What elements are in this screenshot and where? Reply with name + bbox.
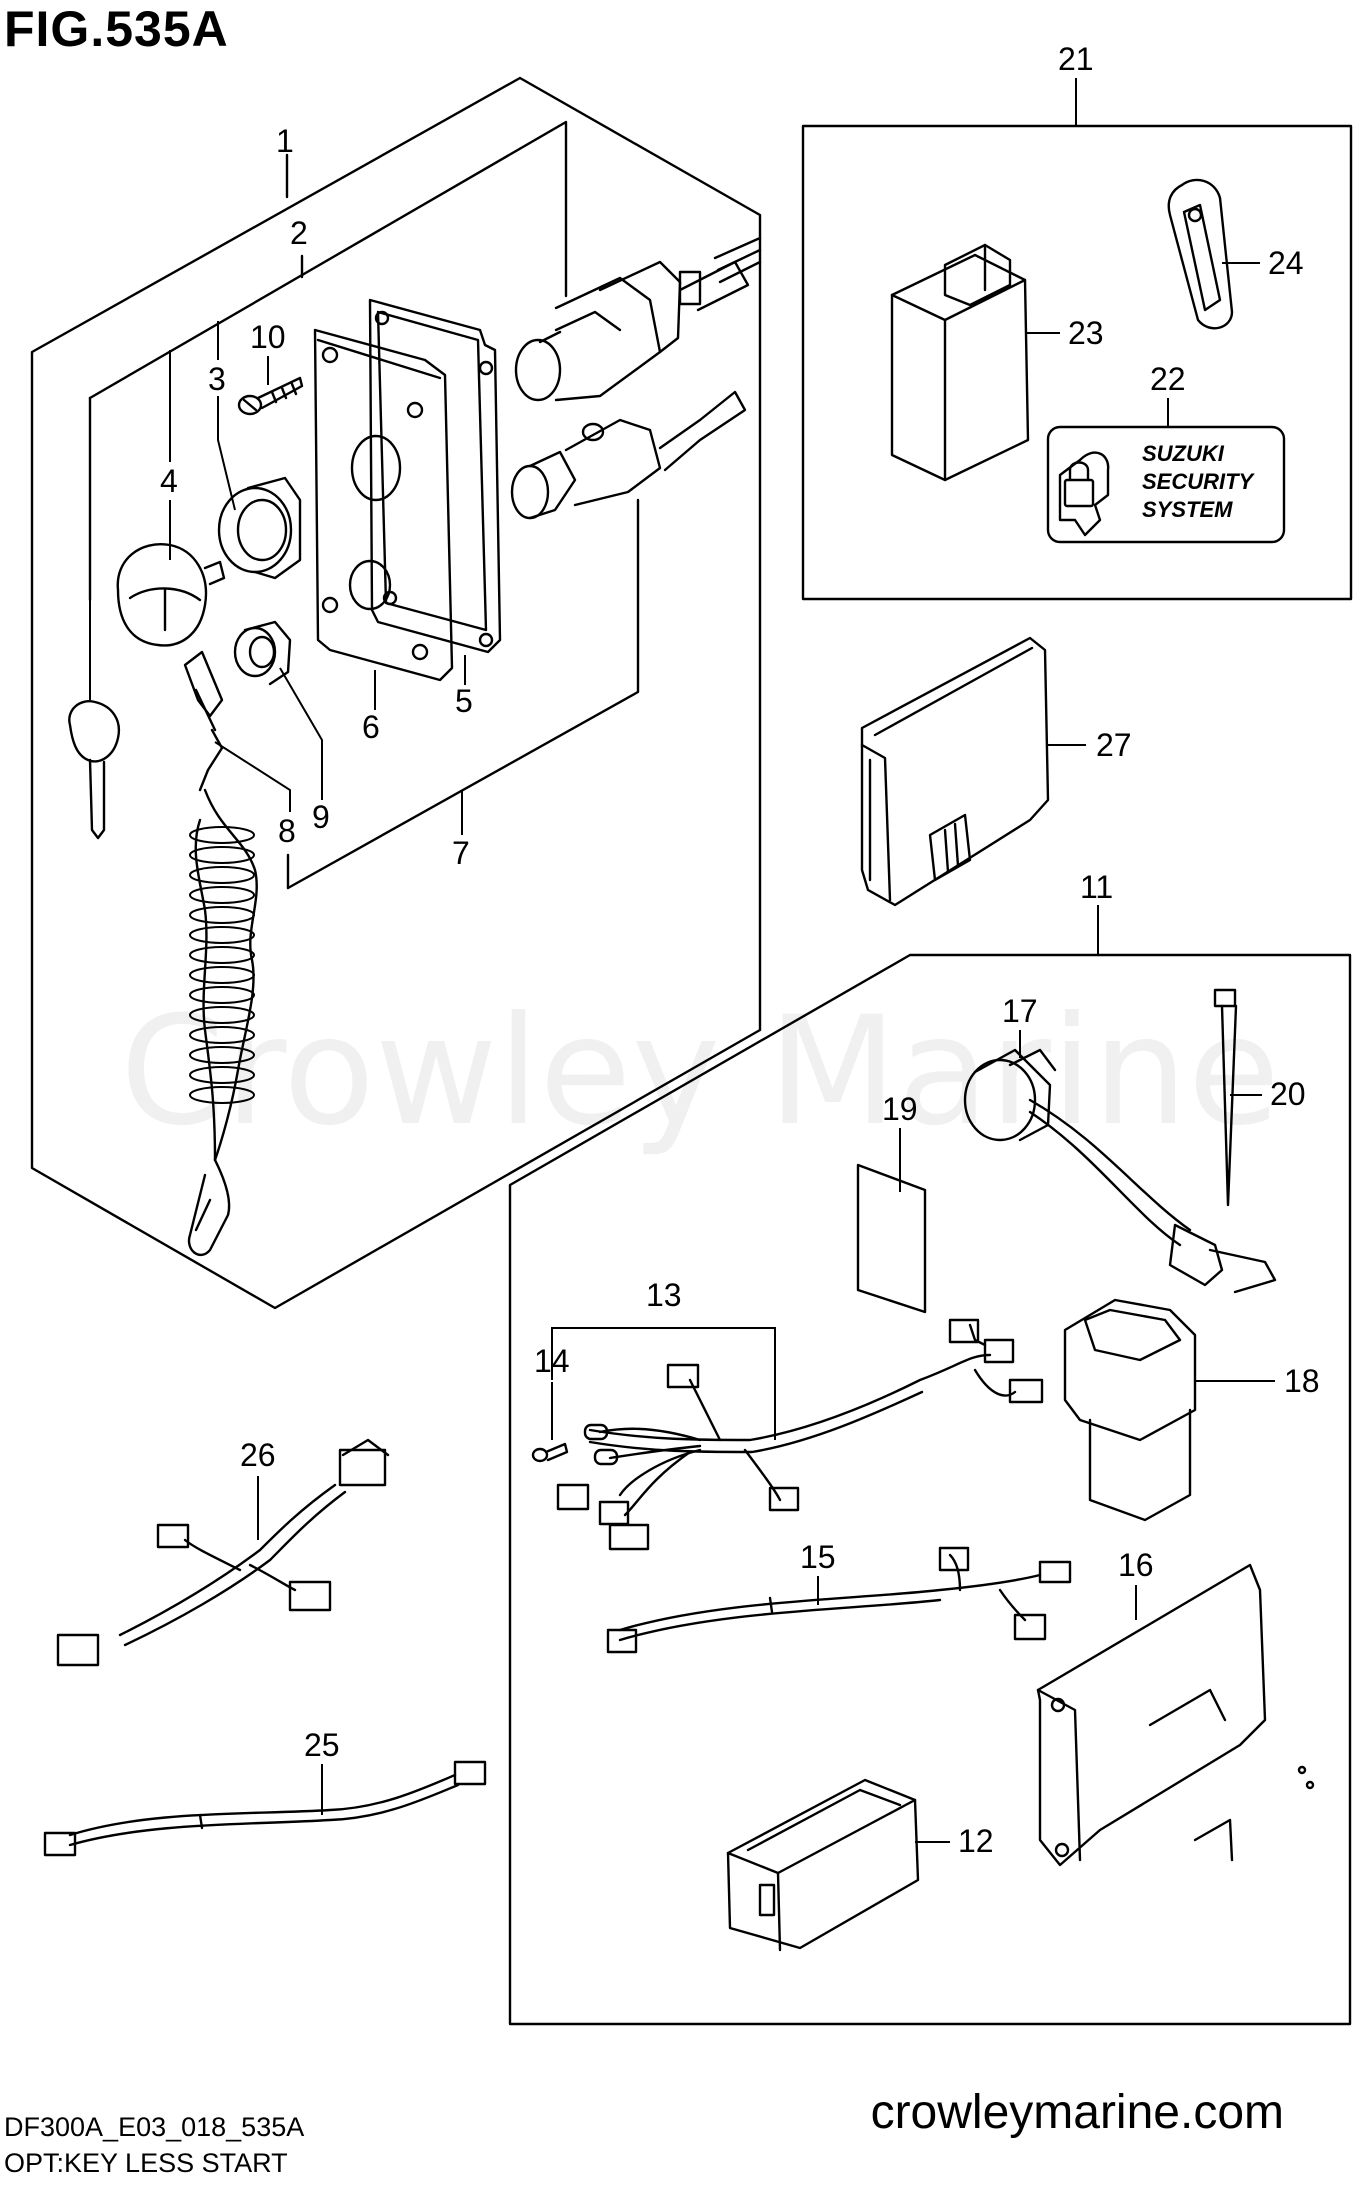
- relay-18: [1063, 1298, 1197, 1522]
- watermark: Crowley Marine: [120, 985, 1281, 1159]
- figure-title: FIG.535A: [4, 1, 229, 57]
- buzzer-17: [963, 1048, 1277, 1294]
- site-url[interactable]: crowleymarine.com: [870, 2086, 1284, 2139]
- svg-text:2: 2: [290, 215, 308, 251]
- svg-text:16: 16: [1118, 1547, 1154, 1583]
- callout-21: 21: [1058, 41, 1094, 126]
- ecu-27: [860, 636, 1050, 907]
- callout-27: 27: [1048, 727, 1132, 763]
- control-module-23: [890, 243, 1030, 482]
- svg-text:23: 23: [1068, 315, 1104, 351]
- section-title: OPT:KEY LESS START: [4, 2148, 288, 2178]
- nut-9: [233, 620, 292, 686]
- callout-4: 4: [89, 350, 178, 700]
- ignition-switch: [514, 236, 762, 402]
- callout-2: 2: [290, 215, 308, 251]
- security-label-line-1: SUZUKI: [1142, 441, 1225, 466]
- security-label-line-2: SECURITY: [1142, 469, 1256, 494]
- lanyard-8: [183, 650, 258, 1257]
- harness-26: [56, 1438, 390, 1667]
- screw-10: [237, 376, 304, 416]
- svg-text:27: 27: [1096, 727, 1132, 763]
- callout-15: 15: [800, 1539, 836, 1605]
- callout-22: 22: [1150, 361, 1186, 427]
- security-label-line-3: SYSTEM: [1142, 497, 1233, 522]
- harness-25: [43, 1760, 487, 1857]
- svg-text:25: 25: [304, 1727, 340, 1763]
- key: [68, 700, 121, 840]
- callout-1: 1: [276, 123, 294, 159]
- svg-text:8: 8: [278, 813, 296, 849]
- stop-switch: [510, 390, 747, 520]
- svg-text:10: 10: [250, 319, 286, 355]
- svg-text:3: 3: [208, 361, 226, 397]
- callout-12: 12: [915, 1823, 994, 1859]
- key-fob-24: [1167, 178, 1234, 330]
- group-frame-7: [286, 498, 640, 890]
- security-label-22: [1046, 425, 1286, 544]
- panel-gasket-5: [368, 298, 502, 654]
- callout-20: 20: [1230, 1076, 1306, 1112]
- callout-6: 6: [362, 670, 380, 745]
- callout-7: 7: [452, 790, 470, 871]
- security-label-text: SUZUKI SECURITY SYSTEM: [1142, 441, 1256, 522]
- callout-17: 17: [1002, 993, 1038, 1058]
- svg-text:26: 26: [240, 1437, 276, 1473]
- svg-text:4: 4: [160, 463, 178, 499]
- svg-text:18: 18: [1284, 1363, 1320, 1399]
- panel-plate-6: [313, 328, 454, 682]
- svg-text:19: 19: [882, 1091, 918, 1127]
- group-frame-2: [88, 120, 568, 400]
- bracket-16: [1036, 1563, 1315, 1867]
- group-frame-11: [508, 953, 1352, 2026]
- svg-text:1: 1: [276, 123, 294, 159]
- callout-9: 9: [279, 667, 330, 835]
- callout-11: 11: [1080, 869, 1113, 955]
- harness-13: [556, 1318, 1044, 1551]
- callout-5: 5: [455, 655, 473, 719]
- svg-text:12: 12: [958, 1823, 994, 1859]
- callout-13: 13: [551, 1277, 776, 1440]
- svg-text:11: 11: [1080, 869, 1113, 905]
- svg-text:21: 21: [1058, 41, 1094, 77]
- svg-text:6: 6: [362, 709, 380, 745]
- svg-text:17: 17: [1002, 993, 1038, 1029]
- instruction-card-19: [856, 1163, 927, 1314]
- callout-23: 23: [1025, 315, 1104, 351]
- svg-text:15: 15: [800, 1539, 836, 1575]
- callout-16: 16: [1118, 1547, 1154, 1620]
- svg-text:22: 22: [1150, 361, 1186, 397]
- callout-18: 18: [1195, 1363, 1320, 1399]
- svg-text:5: 5: [455, 683, 473, 719]
- svg-text:7: 7: [452, 835, 470, 871]
- bolt-14: [531, 1442, 569, 1463]
- callout-10: 10: [250, 319, 286, 385]
- svg-text:13: 13: [646, 1277, 682, 1313]
- knob-4: [116, 543, 226, 647]
- cable-tie-20: [1213, 988, 1238, 1207]
- callout-8: 8: [214, 741, 296, 849]
- harness-15: [606, 1546, 1072, 1654]
- lanyard-coil: [189, 826, 255, 1104]
- callout-19: 19: [882, 1091, 918, 1192]
- holder-12: [726, 1778, 920, 1952]
- diagram-code: DF300A_E03_018_535A: [4, 2112, 305, 2142]
- callout-25: 25: [304, 1727, 340, 1815]
- callout-14: 14: [534, 1343, 570, 1440]
- svg-text:9: 9: [312, 799, 330, 835]
- callout-24: 24: [1222, 245, 1304, 281]
- callout-3: 3: [208, 321, 236, 511]
- callout-26: 26: [240, 1437, 276, 1540]
- svg-text:20: 20: [1270, 1076, 1306, 1112]
- boot-seal-3: [217, 476, 302, 580]
- group-frame-1: [30, 76, 762, 1310]
- svg-text:14: 14: [534, 1343, 570, 1379]
- svg-text:24: 24: [1268, 245, 1304, 281]
